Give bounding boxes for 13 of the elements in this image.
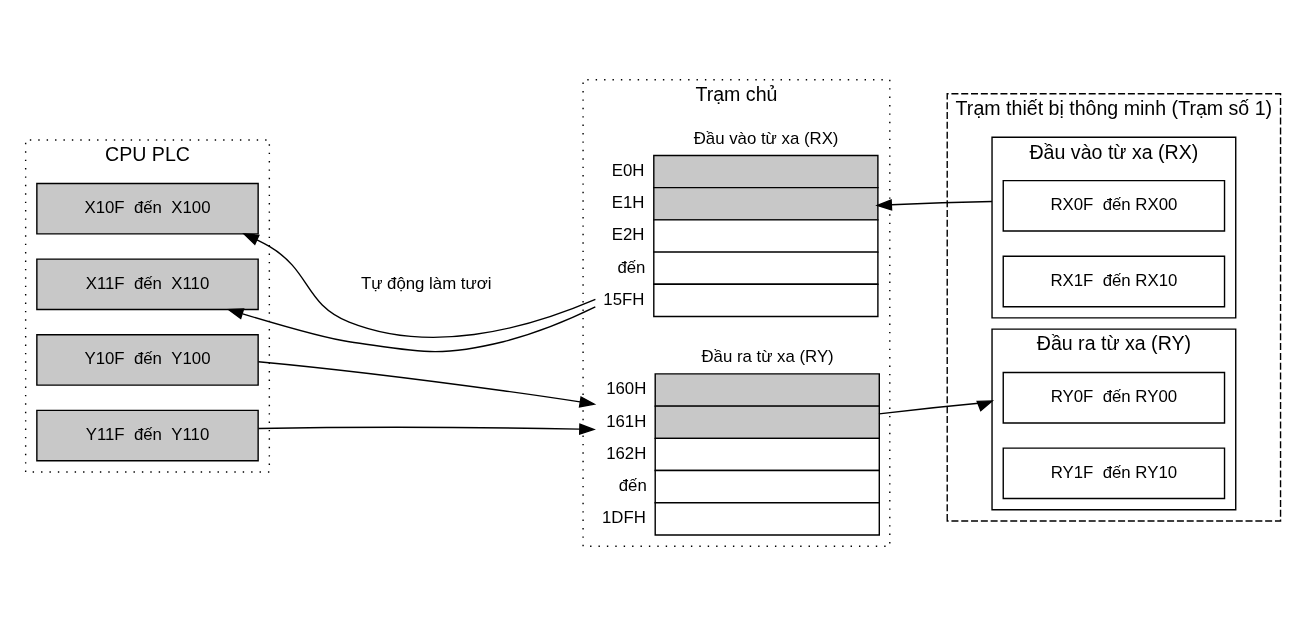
node-label: Đầu ra từ xa (RY): [701, 346, 834, 366]
node-label: Đầu vào từ xa (RX): [693, 128, 839, 148]
node-label: 160H: [606, 378, 647, 398]
node-label: E0H: [611, 160, 645, 180]
label: Tự động làm tươi: [360, 273, 492, 293]
node-label: 161H: [606, 411, 647, 431]
node-label: 162H: [606, 443, 647, 463]
node-label: đến: [618, 475, 647, 495]
node-label: E1H: [611, 192, 645, 212]
node-label: 1DFH: [601, 507, 646, 527]
node-label: đến: [617, 257, 646, 277]
node-label: E2H: [611, 224, 645, 244]
node-label: 15FH: [603, 289, 645, 309]
